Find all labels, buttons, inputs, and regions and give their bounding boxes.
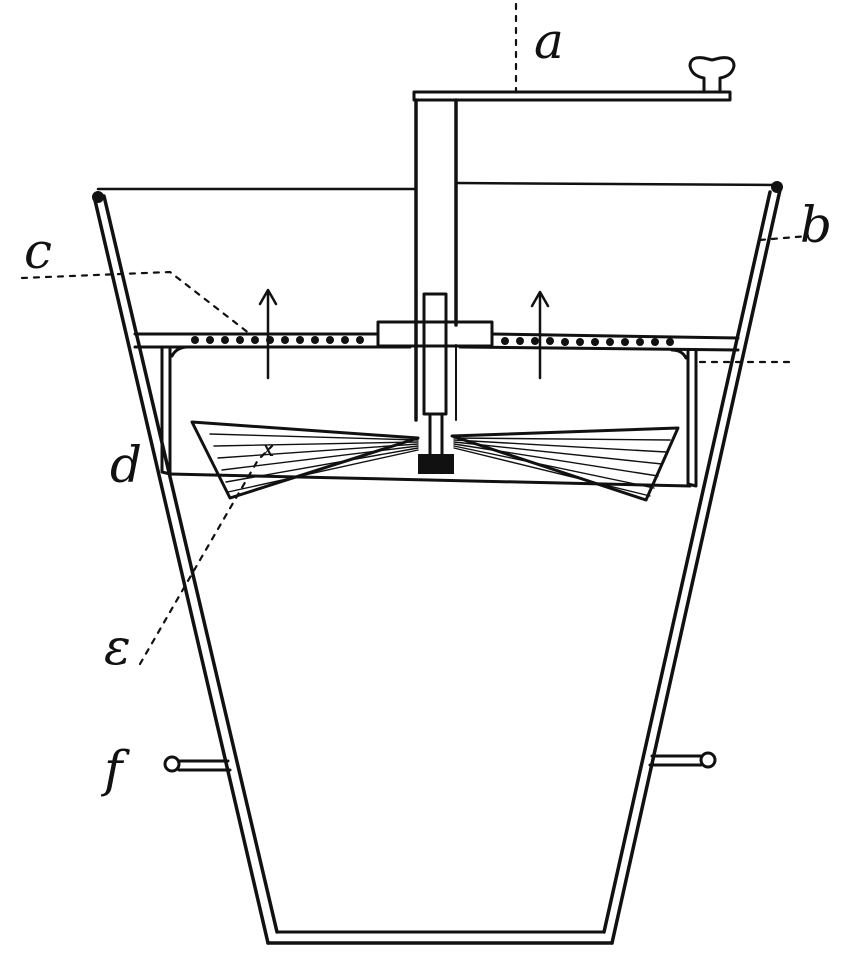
stirrer-blade-left — [190, 420, 420, 500]
leader-c — [20, 270, 252, 336]
label-a: a — [534, 12, 564, 70]
bucket-body — [92, 181, 783, 945]
label-b: b — [800, 196, 832, 254]
plate-holes-left — [191, 336, 364, 344]
flow-arrow-right-icon — [530, 290, 550, 380]
plate-holes-right — [501, 337, 674, 346]
leader-lines — [20, 2, 810, 666]
leader-b — [758, 234, 810, 242]
lower-shaft — [418, 412, 454, 474]
rim-bead-right — [771, 181, 783, 193]
side-handle-left — [163, 755, 232, 773]
perforated-plate — [133, 332, 740, 352]
bearing-block — [418, 454, 454, 474]
flow-arrow-left-icon — [258, 288, 278, 380]
bucket-rim-right — [454, 181, 778, 187]
frame-legs — [160, 345, 698, 488]
shaft-hub — [376, 292, 494, 416]
label-c: c — [24, 222, 52, 280]
central-shaft — [414, 98, 458, 422]
blade-marker-x: x — [262, 437, 275, 462]
bucket-right-wall — [602, 188, 782, 945]
leader-e — [138, 444, 274, 666]
label-e: ε — [104, 618, 131, 676]
label-d: d — [110, 436, 142, 494]
bucket-left-wall — [92, 194, 279, 945]
rim-bead-left — [92, 191, 104, 203]
stirrer-blade-right — [450, 426, 680, 502]
side-handle-right — [648, 751, 717, 769]
crank-handle — [412, 56, 736, 102]
label-f: f — [100, 740, 130, 798]
bucket-bottom — [266, 930, 614, 945]
